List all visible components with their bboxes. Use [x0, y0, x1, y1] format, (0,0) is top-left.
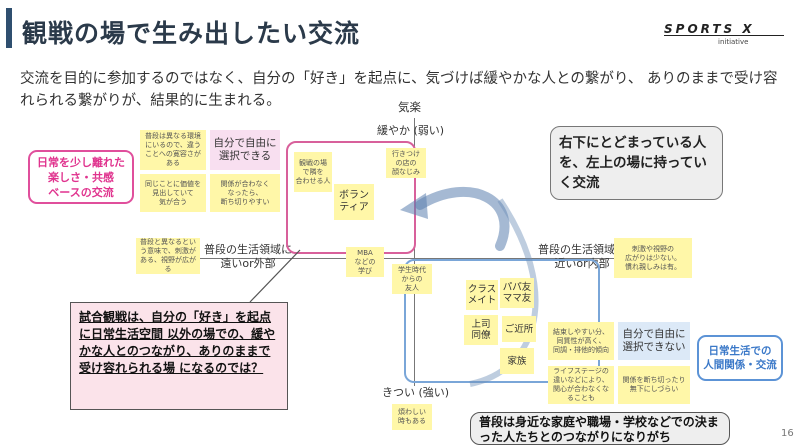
vertical-axis — [414, 118, 415, 386]
sticky-note: 煩わしい 時もある — [392, 404, 432, 430]
sticky-note: 普段と異なるという意味で、刺激がある、視野が広がる — [136, 238, 200, 274]
sticky-note: ご近所 — [502, 316, 536, 342]
axis-top-label: 緩やか (弱い) — [377, 124, 445, 137]
sticky-note: 普段は異なる環境にいるので、違うことへの寛容さがある — [140, 130, 206, 170]
axis-bottom-label: きつい (強い) — [382, 386, 450, 399]
curved-arrow — [415, 186, 510, 251]
callout-move-people: 右下にとどまっている人を、左上の場に持っていく交流 — [550, 126, 723, 200]
callout-watching-game: 試合観戦は、自分の「好き」を起点に日常生活空間 以外の場での、緩やかな人とのつな… — [70, 302, 288, 410]
sticky-note: MBA などの 学び — [346, 247, 384, 277]
sticky-note: 行きつけ の店の 顔なじみ — [386, 148, 426, 178]
sticky-note: 関係を断ち切ったり 無下にしづらい — [618, 366, 690, 404]
axis-left-label: 普段の生活領域に 遠いor外部 — [204, 243, 292, 270]
logo-sub-text: initiative — [718, 38, 749, 46]
sticky-note: クラス メイト — [466, 280, 498, 310]
sticky-note: 刺激や視野の 広がりは少ない。 慣れ親しみは有。 — [614, 238, 692, 278]
sticky-note: ライフステージの違いなどにより、関心が合わなくなることも — [548, 366, 614, 404]
sports-x-logo: SPORTS X initiative — [664, 22, 784, 52]
tag-daily-escape-exchange: 日常を少し離れた 楽しさ・共感 ベースの交流 — [28, 150, 134, 204]
sticky-note: 家族 — [500, 348, 534, 374]
sticky-note: 学生時代 からの 友人 — [392, 264, 432, 294]
axis-top-note: 気楽 — [398, 100, 421, 114]
sticky-note: ボラン ティア — [334, 184, 374, 220]
horizontal-axis — [190, 258, 620, 259]
lower-right-zone — [404, 259, 600, 383]
sticky-note: 上司 同僚 — [464, 315, 498, 345]
intro-text: 交流を目的に参加するのではなく、自分の「好き」を起点に、気づけば緩やかな人との繋… — [20, 71, 778, 109]
title-accent-bar — [6, 8, 12, 48]
callout-daily-connections: 普段は身近な家庭や職場・学校などでの決まった人たちとのつながりになりがち — [470, 412, 730, 445]
logo-main-text: SPORTS X — [664, 22, 755, 36]
page-number: 16 — [781, 428, 794, 439]
slide-title: 観戦の場で生み出したい交流 — [22, 19, 361, 48]
sticky-note: 結束しやすい分、 同質性が高く、 同調・排他的傾向 — [548, 322, 614, 360]
tag-daily-life-relations: 日常生活での 人間関係・交流 — [697, 335, 783, 381]
logo-underline — [664, 35, 784, 36]
pink-note: 自分で自由に 選択できる — [210, 130, 280, 170]
sticky-note: 関係が合わなく なったら、 断ち切りやすい — [210, 174, 280, 212]
blue-note: 自分で自由に 選択できない — [618, 322, 690, 360]
sticky-note: 観戦の場 で隣を 合わせる人 — [294, 152, 332, 192]
sticky-note: 同じことに価値を 見出していて 気が合う — [140, 174, 206, 212]
sticky-note: パパ友 ママ友 — [500, 278, 534, 308]
